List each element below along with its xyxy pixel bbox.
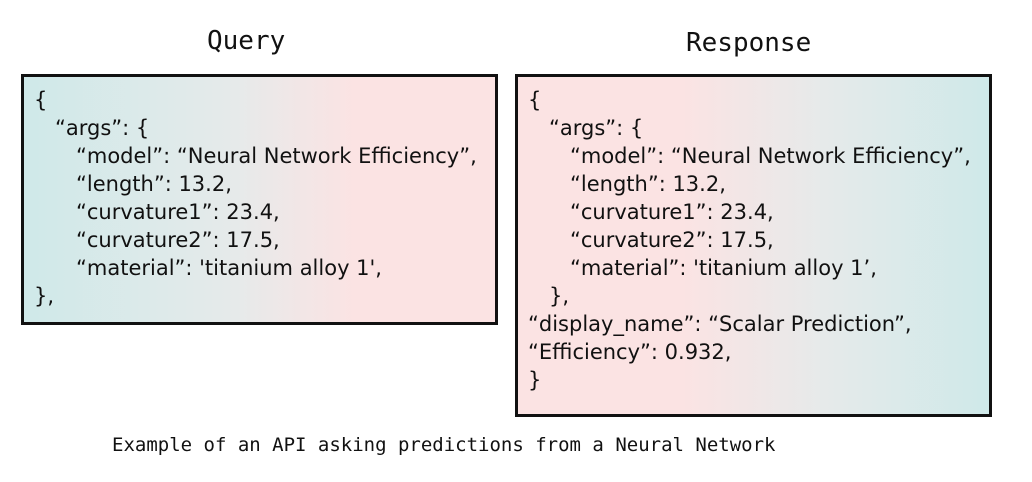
- query-line: “length”: 13.2,: [76, 172, 232, 196]
- query-code-box: { “args”: { “model”: “Neural Network Eff…: [21, 74, 498, 325]
- response-code-box: { “args”: { “model”: “Neural Network Eff…: [515, 74, 992, 417]
- response-line: “display_name”: “Scalar Prediction”,: [528, 312, 912, 336]
- response-line: “model”: “Neural Network Efficiency”,: [570, 144, 971, 168]
- response-line: }: [528, 368, 542, 392]
- response-line: “material”: 'titanium alloy 1’,: [570, 256, 877, 280]
- response-line: “Efficiency”: 0.932,: [528, 340, 732, 364]
- query-line: “curvature1”: 23.4,: [76, 200, 280, 224]
- query-line: },: [34, 284, 55, 308]
- response-line: “length”: 13.2,: [570, 172, 726, 196]
- query-line: {: [34, 88, 48, 112]
- figure-caption: Example of an API asking predictions fro…: [112, 434, 776, 456]
- query-line: “model”: “Neural Network Efficiency”,: [76, 144, 477, 168]
- response-line: {: [528, 88, 542, 112]
- query-line: “material”: 'titanium alloy 1',: [76, 256, 382, 280]
- query-title: Query: [207, 26, 286, 56]
- response-title: Response: [686, 28, 812, 58]
- response-line: “curvature2”: 17.5,: [570, 228, 774, 252]
- response-line: },: [549, 284, 570, 308]
- query-line: “curvature2”: 17.5,: [76, 228, 280, 252]
- response-line: “curvature1”: 23.4,: [570, 200, 774, 224]
- query-line: “args”: {: [55, 116, 150, 140]
- response-line: “args”: {: [549, 116, 644, 140]
